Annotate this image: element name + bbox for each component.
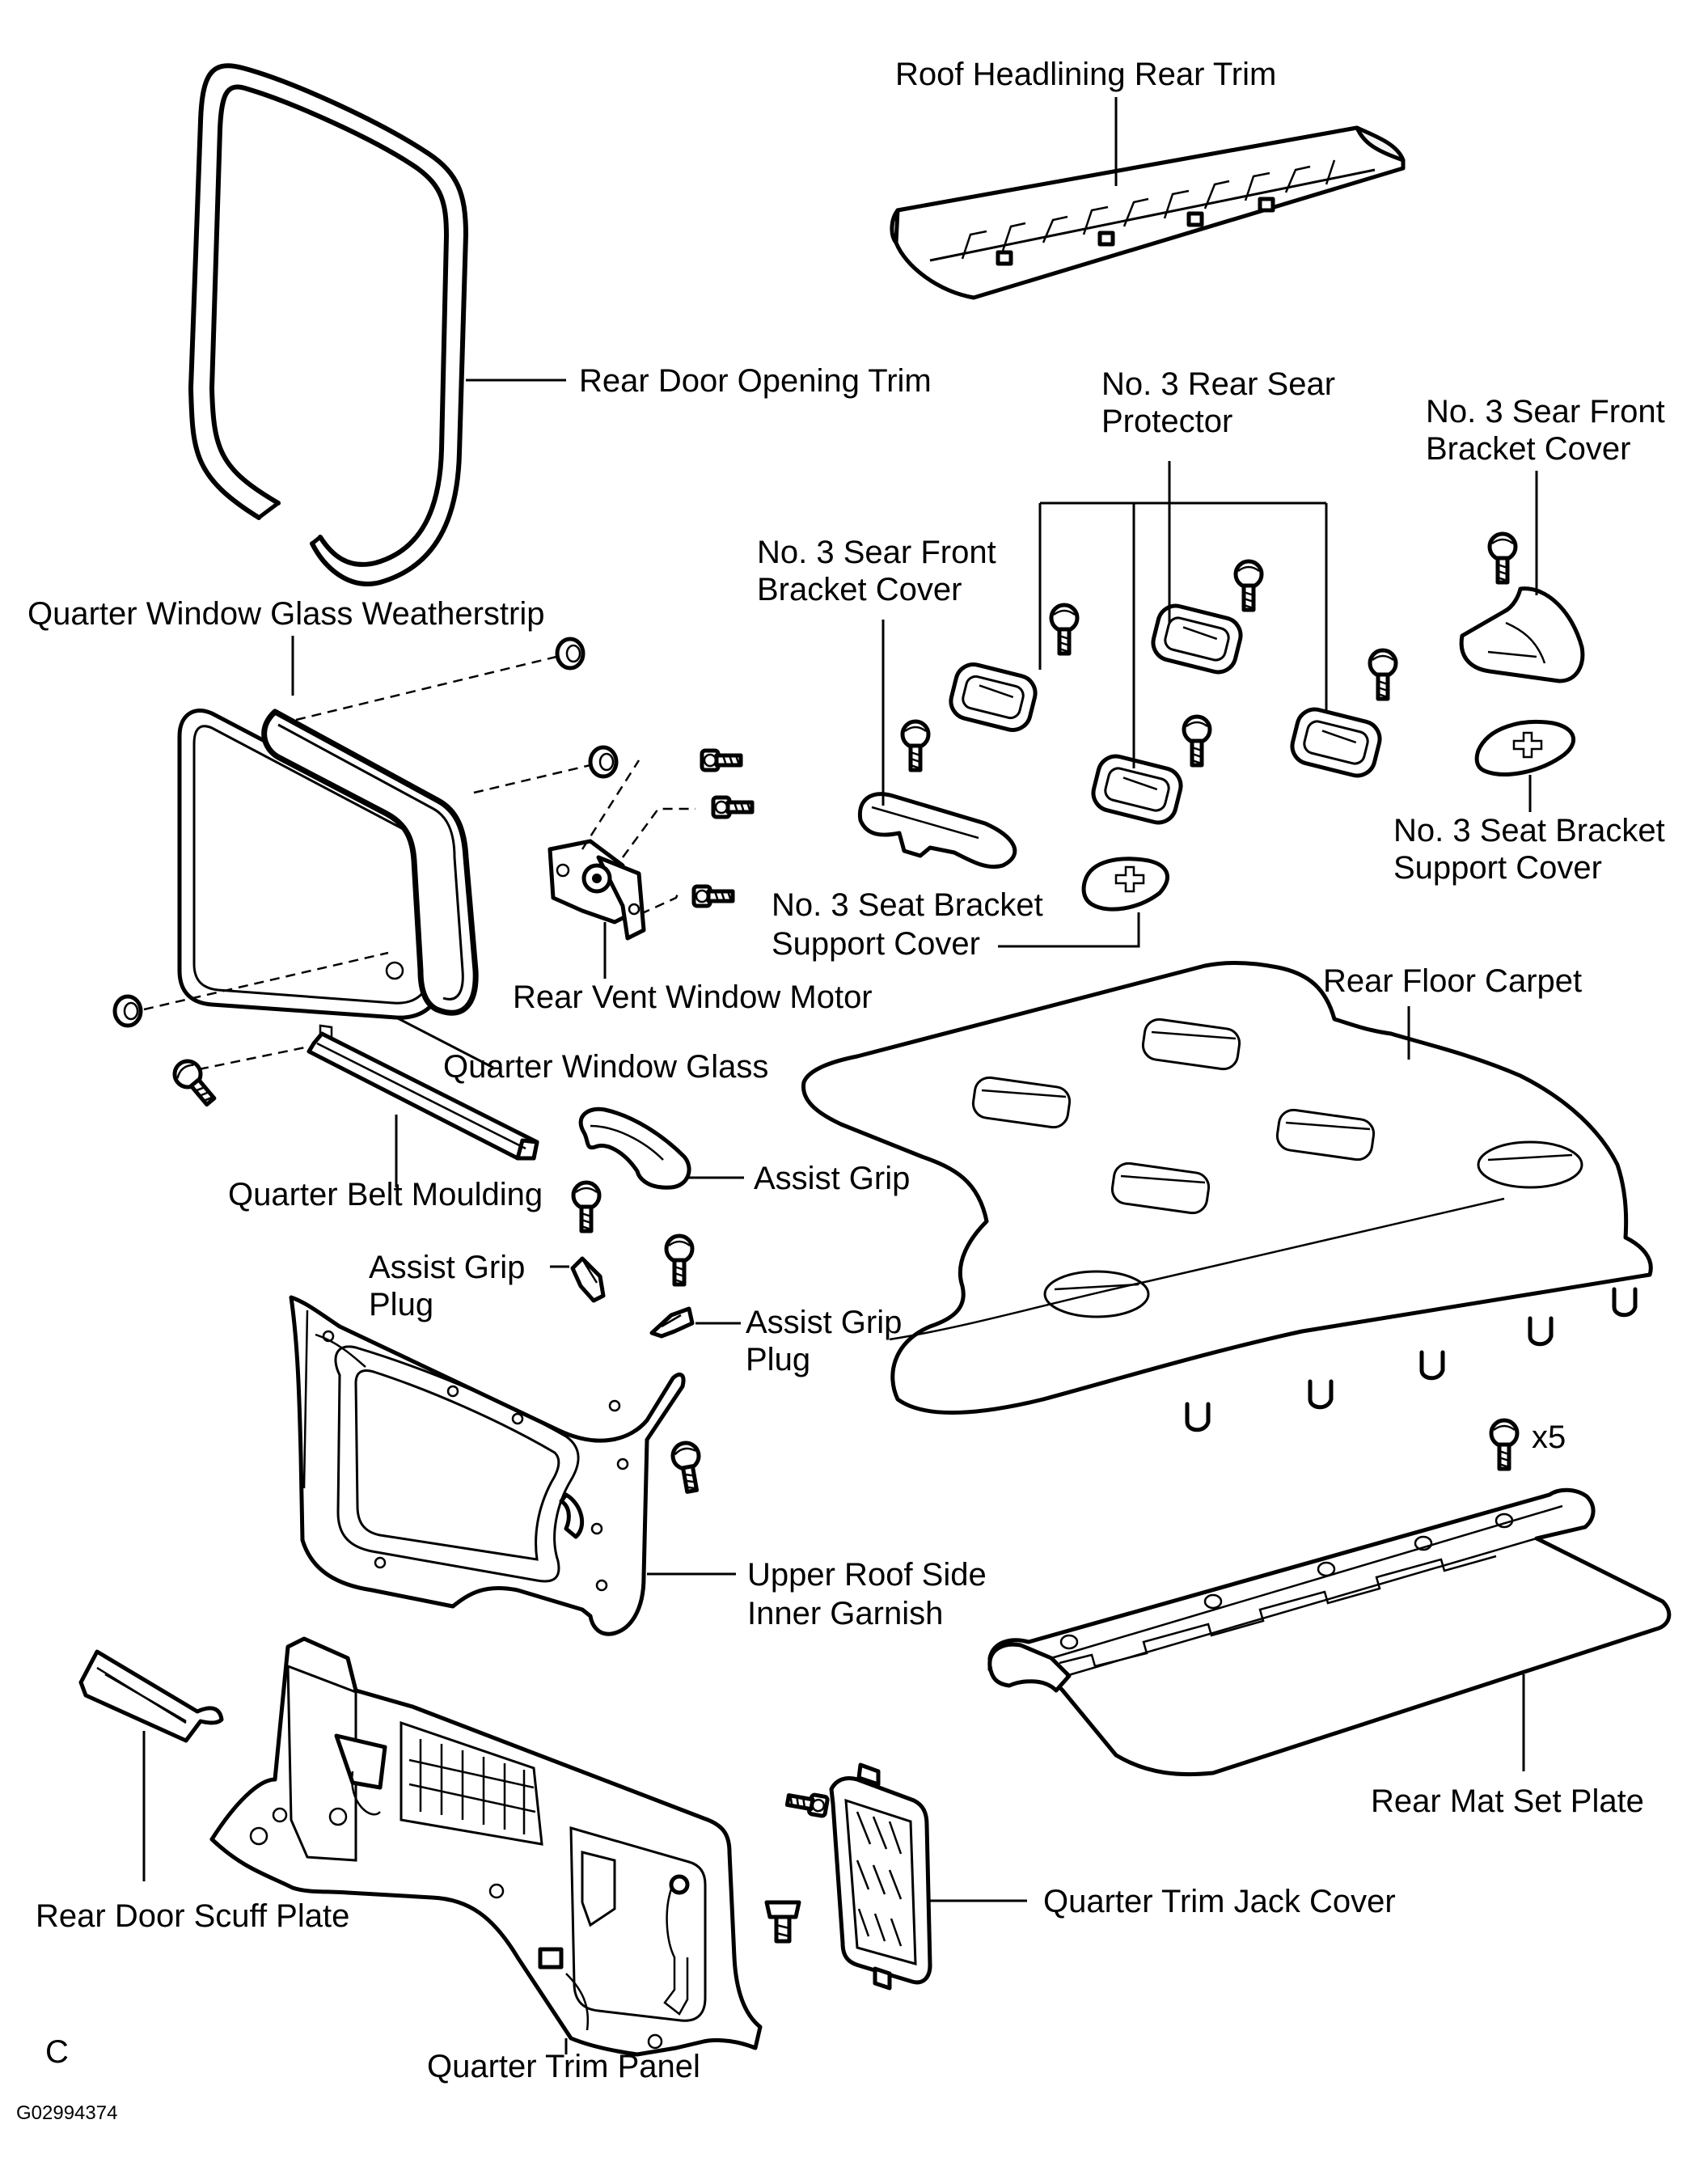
svg-text:Rear Mat Set Plate: Rear Mat Set Plate	[1371, 1783, 1644, 1819]
svg-text:Rear Floor Carpet: Rear Floor Carpet	[1323, 963, 1582, 999]
figure-id: G02994374	[16, 2102, 117, 2124]
rear-mat-set-plate	[987, 1487, 1672, 1777]
svg-text:Roof Headlining Rear Trim: Roof Headlining Rear Trim	[895, 57, 1276, 92]
garnish-clip	[670, 1441, 704, 1493]
svg-text:Quarter Window Glass Weatherst: Quarter Window Glass Weatherstrip	[27, 596, 544, 632]
svg-text:Quarter Belt Moulding: Quarter Belt Moulding	[228, 1177, 543, 1212]
label-quarter-belt-moulding: Quarter Belt Moulding	[228, 1177, 543, 1212]
svg-text:Protector: Protector	[1101, 404, 1232, 439]
svg-text:Quarter Trim Panel: Quarter Trim Panel	[427, 2049, 700, 2084]
svg-text:C: C	[45, 2034, 69, 2070]
svg-text:No. 3 Sear Front: No. 3 Sear Front	[757, 535, 996, 570]
svg-text:No. 3 Sear Front: No. 3 Sear Front	[1426, 394, 1665, 429]
label-no3-seat-bracket-support-cover-left: No. 3 Seat Bracket Support Cover	[772, 887, 1043, 962]
svg-text:Quarter Window Glass: Quarter Window Glass	[443, 1049, 768, 1085]
label-no3-rear-sear-protector: No. 3 Rear Sear Protector	[1101, 366, 1335, 439]
quarter-trim-jack-cover	[829, 1762, 1027, 1991]
upper-roof-side-inner-garnish	[289, 1295, 736, 1636]
assist-grip-plug-left	[550, 1256, 606, 1303]
svg-text:Quarter Trim Jack Cover: Quarter Trim Jack Cover	[1043, 1884, 1396, 1919]
svg-text:No. 3 Seat Bracket: No. 3 Seat Bracket	[1393, 813, 1665, 848]
label-quarter-window-glass: Quarter Window Glass	[443, 1049, 768, 1085]
quarter-trim-panel-clips	[764, 1791, 828, 1944]
label-corner-letter: C	[45, 2034, 69, 2070]
label-quarter-window-glass-weatherstrip: Quarter Window Glass Weatherstrip	[27, 596, 544, 632]
rear-mat-set-plate-screws	[1491, 1420, 1517, 1469]
svg-text:Assist Grip: Assist Grip	[746, 1305, 902, 1340]
label-quarter-trim-jack-cover: Quarter Trim Jack Cover	[1043, 1884, 1396, 1919]
quarter-window-grommets	[115, 639, 616, 1026]
svg-text:Inner Garnish: Inner Garnish	[747, 1596, 943, 1631]
svg-text:Rear Door Opening Trim: Rear Door Opening Trim	[579, 363, 932, 399]
roof-headlining-rear-trim	[890, 97, 1406, 300]
label-rear-door-scuff-plate: Rear Door Scuff Plate	[36, 1898, 349, 1934]
quarter-window-glass-weatherstrip	[261, 636, 479, 1016]
label-upper-roof-side-inner-garnish: Upper Roof Side Inner Garnish	[747, 1557, 987, 1631]
svg-text:Upper Roof Side: Upper Roof Side	[747, 1557, 987, 1593]
svg-text:Bracket Cover: Bracket Cover	[1426, 431, 1630, 467]
label-rear-mat-set-plate: Rear Mat Set Plate	[1371, 1783, 1644, 1819]
assist-grip-plug-right	[649, 1306, 741, 1339]
quarter-belt-moulding	[169, 1024, 539, 1187]
rear-door-scuff-plate	[78, 1649, 224, 1881]
rear-floor-carpet	[801, 960, 1653, 1432]
quarter-trim-panel	[209, 1636, 763, 2057]
svg-text:Rear Vent Window Motor: Rear Vent Window Motor	[513, 979, 873, 1015]
label-no3-sear-front-bracket-cover-left: No. 3 Sear Front Bracket Cover	[757, 535, 996, 607]
label-quarter-trim-panel: Quarter Trim Panel	[427, 2049, 700, 2084]
svg-text:Plug: Plug	[746, 1342, 810, 1377]
svg-text:x5: x5	[1532, 1420, 1566, 1455]
svg-text:No. 3 Rear Sear: No. 3 Rear Sear	[1101, 366, 1335, 402]
label-rear-door-opening-trim: Rear Door Opening Trim	[579, 363, 932, 399]
svg-text:Support Cover: Support Cover	[1393, 850, 1602, 886]
no3-rear-sear-protectors	[949, 461, 1396, 825]
label-assist-grip: Assist Grip	[754, 1161, 910, 1196]
svg-text:Bracket Cover: Bracket Cover	[757, 572, 962, 607]
label-roof-headlining-rear-trim: Roof Headlining Rear Trim	[895, 57, 1276, 92]
label-no3-seat-bracket-support-cover-right: No. 3 Seat Bracket Support Cover	[1393, 813, 1665, 886]
svg-text:Assist Grip: Assist Grip	[369, 1250, 525, 1285]
svg-text:Rear Door Scuff Plate: Rear Door Scuff Plate	[36, 1898, 349, 1934]
assist-grip	[578, 1106, 744, 1190]
label-quantity-x5: x5	[1532, 1420, 1566, 1455]
no3-sear-front-bracket-cover-left	[857, 620, 1017, 869]
no3-sear-front-bracket-cover-right	[1459, 471, 1585, 683]
no3-seat-bracket-support-cover-right	[1474, 720, 1576, 812]
svg-text:Assist Grip: Assist Grip	[754, 1161, 910, 1196]
no3-seat-bracket-support-cover-left	[998, 857, 1169, 948]
svg-text:Plug: Plug	[369, 1287, 433, 1322]
label-no3-sear-front-bracket-cover-right: No. 3 Sear Front Bracket Cover	[1426, 394, 1665, 467]
svg-text:No. 3 Seat Bracket: No. 3 Seat Bracket	[772, 887, 1043, 923]
label-rear-floor-carpet: Rear Floor Carpet	[1323, 963, 1582, 999]
label-assist-grip-plug-right: Assist Grip Plug	[746, 1305, 902, 1377]
svg-text:Support Cover: Support Cover	[772, 926, 980, 962]
label-rear-vent-window-motor: Rear Vent Window Motor	[513, 979, 873, 1015]
label-assist-grip-plug-left: Assist Grip Plug	[369, 1250, 525, 1322]
svg-text:G02994374: G02994374	[16, 2102, 117, 2124]
rear-vent-window-motor	[547, 751, 752, 979]
rear-door-opening-trim	[188, 63, 566, 586]
